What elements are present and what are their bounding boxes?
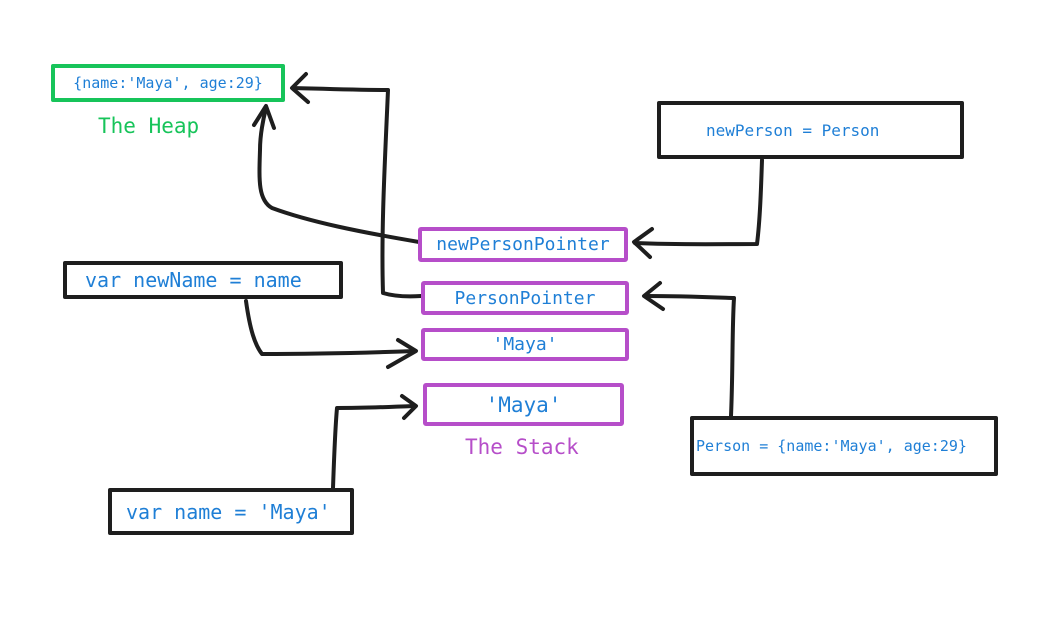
heap-label: The Heap [98,114,200,138]
arrowhead-heap-from-personpointer [290,72,310,104]
stack-slot-original-value: 'Maya' [423,383,624,426]
new-person-statement-text: newPerson = Person [706,120,880,140]
new-name-statement-text: var newName = name [85,268,302,292]
arrow-person-to-personpointer [643,294,736,418]
stack-slot-copy-value-text: 'Maya' [492,334,558,355]
new-name-statement-box: var newName = name [63,261,343,299]
stack-slot-new-person-pointer: newPersonPointer [418,227,628,262]
heap-object-box: {name:'Maya', age:29} [51,64,285,102]
stack-label: The Stack [465,435,579,459]
arrow-name-to-original-slot [331,404,416,490]
arrow-newpersonpointer-to-heap [257,106,421,244]
new-person-statement-box: newPerson = Person [657,101,964,159]
name-statement-box: var name = 'Maya' [108,488,354,535]
heap-object-text: {name:'Maya', age:29} [73,74,263,92]
stack-slot-person-pointer-text: PersonPointer [454,287,596,309]
arrowhead-newpersonpointer [632,227,654,259]
arrow-personpointer-to-heap [291,86,423,299]
stack-slot-new-person-pointer-text: newPersonPointer [436,234,610,255]
arrowhead-heap-from-newpersonpointer [252,104,276,130]
name-statement-text: var name = 'Maya' [126,499,331,524]
arrowhead-original-slot [400,394,418,420]
arrowhead-personpointer [642,281,665,311]
arrow-newname-to-copy-slot [244,299,417,356]
person-statement-box: Person = {name:'Maya', age:29} [690,416,998,476]
arrow-newperson-to-newpersonpointer [633,158,764,247]
person-statement-text: Person = {name:'Maya', age:29} [696,437,967,455]
arrowhead-copy-slot [386,338,418,369]
stack-slot-copy-value: 'Maya' [421,328,629,361]
stack-slot-person-pointer: PersonPointer [421,281,629,315]
stack-slot-original-value-text: 'Maya' [485,392,562,417]
